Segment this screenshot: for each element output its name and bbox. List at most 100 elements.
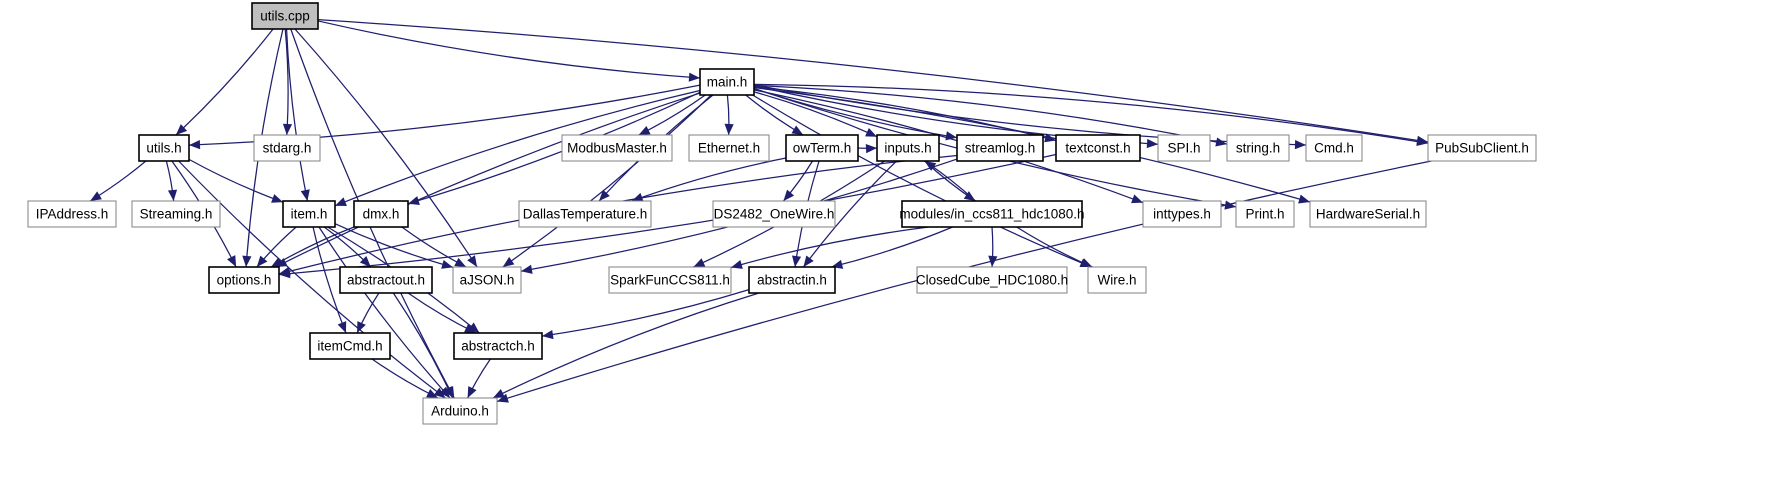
node-ajson_h[interactable]: aJSON.h <box>452 266 522 294</box>
node-box[interactable] <box>253 134 321 162</box>
node-box[interactable] <box>453 332 543 360</box>
node-box[interactable] <box>1142 200 1222 228</box>
edge-main_h-to-pubsubclient_h <box>753 83 1429 144</box>
edge-arrowhead <box>167 189 178 201</box>
edge-arrowhead <box>542 329 554 340</box>
edge-arrowhead <box>865 144 877 154</box>
node-dallastemp_h[interactable]: DallasTemperature.h <box>518 200 652 228</box>
node-box[interactable] <box>1427 134 1537 162</box>
node-main_h[interactable]: main.h <box>699 68 755 96</box>
node-textconst_h[interactable]: textconst.h <box>1055 134 1141 162</box>
node-box[interactable] <box>876 134 940 162</box>
node-box[interactable] <box>353 200 409 228</box>
node-print_h[interactable]: Print.h <box>1235 200 1295 228</box>
node-box[interactable] <box>138 134 190 162</box>
node-utils_cpp[interactable]: utils.cpp <box>251 2 319 30</box>
node-box[interactable] <box>1305 134 1363 162</box>
node-item_h[interactable]: item.h <box>282 200 336 228</box>
node-box[interactable] <box>1235 200 1295 228</box>
node-label: item.h <box>291 207 328 222</box>
edge-arrowhead <box>1080 258 1093 267</box>
node-box[interactable] <box>901 200 1083 228</box>
node-abstractin_h[interactable]: abstractin.h <box>748 266 836 294</box>
node-box[interactable] <box>699 68 755 96</box>
node-options_h[interactable]: options.h <box>208 266 280 294</box>
edge-arrowhead <box>443 386 453 398</box>
node-stdarg_h[interactable]: stdarg.h <box>253 134 321 162</box>
node-ipaddress_h[interactable]: IPAddress.h <box>27 200 117 228</box>
node-box[interactable] <box>131 200 221 228</box>
node-box[interactable] <box>1087 266 1147 294</box>
node-label: HardwareSerial.h <box>1316 207 1420 222</box>
node-label: main.h <box>707 75 748 90</box>
node-sparkfunccs811_h[interactable]: SparkFunCCS811.h <box>608 266 732 294</box>
node-box[interactable] <box>339 266 433 294</box>
node-inputs_h[interactable]: inputs.h <box>876 134 940 162</box>
edge-arrowhead <box>90 191 102 201</box>
node-box[interactable] <box>251 2 319 30</box>
edge-item_h-to-arduino_h <box>318 226 451 399</box>
edge-arrowhead <box>189 140 201 150</box>
node-box[interactable] <box>422 397 498 425</box>
node-arduino_h[interactable]: Arduino.h <box>422 397 498 425</box>
node-box[interactable] <box>208 266 280 294</box>
node-owterm_h[interactable]: owTerm.h <box>785 134 859 162</box>
node-box[interactable] <box>1157 134 1211 162</box>
edge-abstractout_h-to-abstractch_h <box>407 292 477 334</box>
edge-arrowhead <box>467 386 477 398</box>
node-ethernet_h[interactable]: Ethernet.h <box>688 134 770 162</box>
node-box[interactable] <box>561 134 673 162</box>
node-box[interactable] <box>956 134 1044 162</box>
node-label: options.h <box>217 273 272 288</box>
edge-utils_cpp-to-main_h <box>317 20 701 79</box>
node-label: SparkFunCCS811.h <box>610 273 730 288</box>
edge-inputs_h-to-abstractin_h <box>802 160 898 268</box>
node-cmd_h[interactable]: Cmd.h <box>1305 134 1363 162</box>
node-box[interactable] <box>916 266 1068 294</box>
node-box[interactable] <box>688 134 770 162</box>
node-box[interactable] <box>452 266 522 294</box>
edge-arrowhead <box>783 189 795 201</box>
node-closedcube_h[interactable]: ClosedCube_HDC1080.h <box>916 266 1068 294</box>
node-box[interactable] <box>27 200 117 228</box>
node-box[interactable] <box>518 200 652 228</box>
edge-main_h-to-ajson_h <box>502 94 712 268</box>
edge-arrowhead <box>441 259 453 269</box>
edge-arrowhead <box>865 127 877 137</box>
node-box[interactable] <box>1226 134 1290 162</box>
node-itemcmd_h[interactable]: itemCmd.h <box>309 332 391 360</box>
node-label: DallasTemperature.h <box>523 207 648 222</box>
node-dmx_h[interactable]: dmx.h <box>353 200 409 228</box>
node-box[interactable] <box>748 266 836 294</box>
node-ccs811_hdc_h[interactable]: modules/in_ccs811_hdc1080.h <box>899 200 1085 228</box>
node-abstractch_h[interactable]: abstractch.h <box>453 332 543 360</box>
node-streamlog_h[interactable]: streamlog.h <box>956 134 1044 162</box>
node-streaming_h[interactable]: Streaming.h <box>131 200 221 228</box>
node-ds2482_h[interactable]: DS2482_OneWire.h <box>712 200 836 228</box>
node-wire_h[interactable]: Wire.h <box>1087 266 1147 294</box>
node-utils_h[interactable]: utils.h <box>138 134 190 162</box>
node-box[interactable] <box>785 134 859 162</box>
edge-arrowhead <box>638 125 651 135</box>
node-box[interactable] <box>282 200 336 228</box>
node-box[interactable] <box>608 266 732 294</box>
edge-arrowhead <box>792 255 802 267</box>
node-label: utils.cpp <box>260 9 310 24</box>
edge-arrowhead <box>227 255 237 267</box>
node-box[interactable] <box>1055 134 1141 162</box>
node-spi_h[interactable]: SPI.h <box>1157 134 1211 162</box>
node-abstractout_h[interactable]: abstractout.h <box>339 266 433 294</box>
node-string_h[interactable]: string.h <box>1226 134 1290 162</box>
node-inttypes_h[interactable]: inttypes.h <box>1142 200 1222 228</box>
node-label: utils.h <box>146 141 181 156</box>
node-modbusmaster_h[interactable]: ModbusMaster.h <box>561 134 673 162</box>
node-box[interactable] <box>712 200 836 228</box>
node-pubsubclient_h[interactable]: PubSubClient.h <box>1427 134 1537 162</box>
edge-arrowhead <box>724 123 734 135</box>
edge-arrowhead <box>256 255 268 267</box>
node-box[interactable] <box>309 332 391 360</box>
node-box[interactable] <box>1309 200 1427 228</box>
node-hardwareserial_h[interactable]: HardwareSerial.h <box>1309 200 1427 228</box>
edge-arrowhead <box>282 123 293 135</box>
